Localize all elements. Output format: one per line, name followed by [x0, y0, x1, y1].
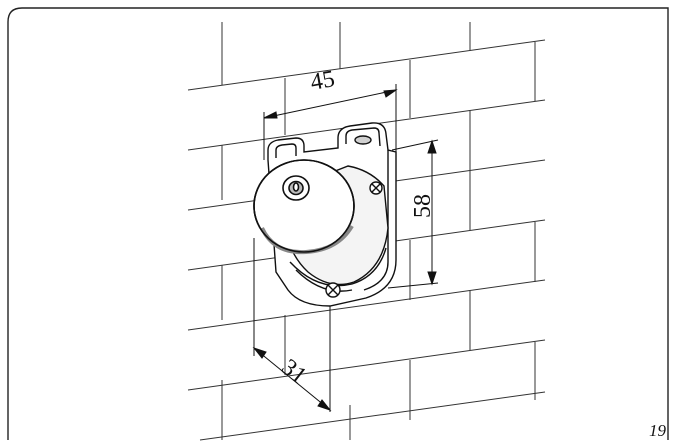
page-frame [7, 7, 669, 440]
dimension-depth [252, 238, 332, 412]
page-number: 19 [649, 421, 666, 440]
dimension-width-label: 45 [309, 66, 337, 96]
dimension-depth-label: 31 [276, 354, 311, 389]
dimension-height-label: 58 [410, 194, 436, 218]
device-cap [253, 159, 355, 255]
dimension-width [263, 84, 398, 160]
dimension-height [387, 139, 439, 289]
